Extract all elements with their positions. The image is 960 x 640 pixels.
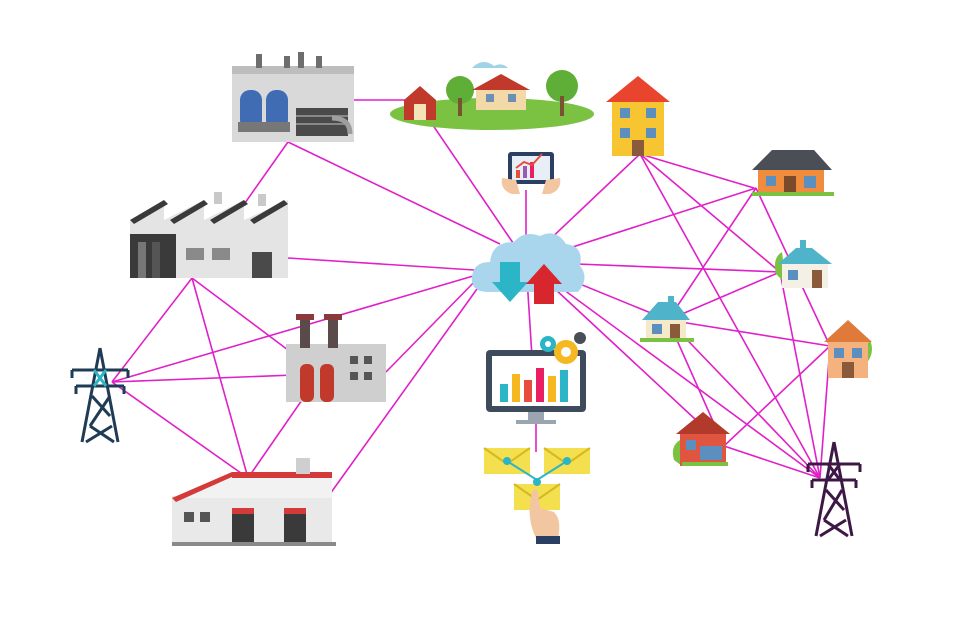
house-icon xyxy=(752,150,834,196)
factory-icon xyxy=(232,52,354,142)
edge-cloud-warehouse xyxy=(329,281,483,495)
transmission-tower-icon xyxy=(70,347,130,444)
edge-house-yellow-house-teal-right xyxy=(639,153,781,273)
factory-icon xyxy=(130,192,288,278)
edge-factory-sawtooth-pylon-left xyxy=(111,277,193,383)
edge-layer xyxy=(111,99,831,495)
edge-house-teal-right-house-teal-small xyxy=(667,271,781,321)
warehouse-icon xyxy=(172,458,336,546)
tablet-chart-icon xyxy=(501,152,561,194)
edge-factory-sawtooth-cloud xyxy=(287,257,475,271)
edge-cloud-pylon-left xyxy=(111,273,481,383)
farm-icon xyxy=(390,62,594,130)
edge-house-teal-small-house-peach xyxy=(667,319,831,347)
edge-cloud-pylon-right xyxy=(525,261,821,479)
edge-pylon-left-power-plant xyxy=(111,373,321,383)
edge-house-teal-small-pylon-right xyxy=(667,319,821,479)
house-icon xyxy=(774,240,832,288)
edge-pylon-left-warehouse xyxy=(111,381,249,479)
transmission-tower-icon xyxy=(806,441,862,538)
house-icon xyxy=(824,320,872,378)
edge-house-peach-house-red xyxy=(723,345,831,447)
monitor-chart-icon xyxy=(486,332,586,424)
edge-house-orange-right-house-teal-small xyxy=(667,187,757,321)
edge-house-yellow-house-orange-right xyxy=(639,153,755,189)
edge-farm-cloud xyxy=(427,117,527,263)
power-plant-icon xyxy=(286,314,386,402)
house-icon xyxy=(672,412,730,466)
house-icon xyxy=(606,76,670,156)
cloud-upload-download-icon xyxy=(471,233,585,304)
edge-house-yellow-pylon-right xyxy=(639,153,821,479)
edge-cloud-house-red xyxy=(525,261,725,447)
edge-factory-top-cloud xyxy=(287,141,501,245)
edge-cloud-power-plant xyxy=(385,273,483,373)
edge-house-red-pylon-right xyxy=(723,445,821,479)
house-icon xyxy=(640,296,694,342)
email-network-icon xyxy=(483,447,591,544)
